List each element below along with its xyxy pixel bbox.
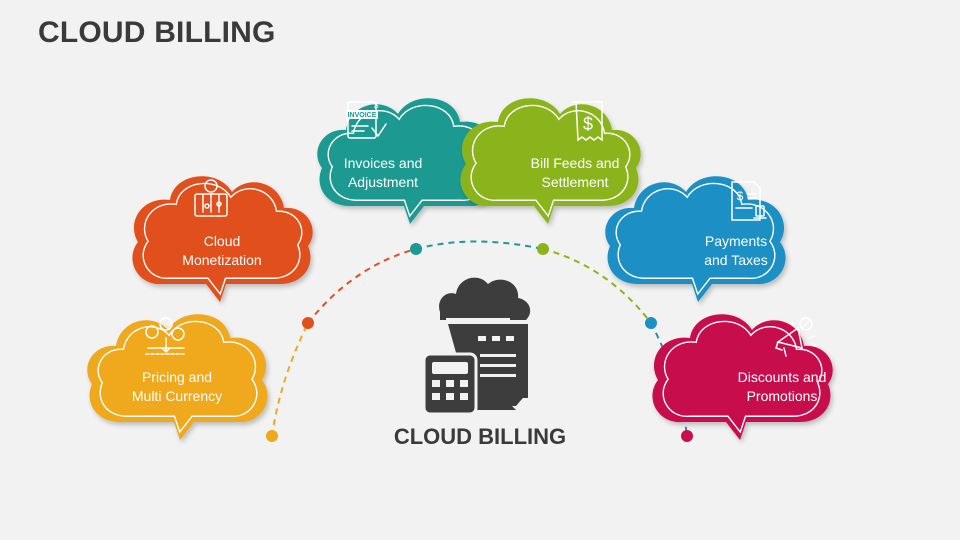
tax-document-icon: $ bbox=[731, 181, 767, 221]
label-monetization: Cloud Monetization bbox=[182, 233, 262, 268]
connector-dot bbox=[266, 430, 278, 442]
connector-dot bbox=[645, 317, 657, 329]
center-label: CLOUD BILLING bbox=[393, 424, 567, 449]
currency-exchange-icon bbox=[145, 317, 187, 355]
svg-text:$: $ bbox=[737, 189, 744, 203]
svg-text:$: $ bbox=[374, 101, 379, 110]
invoice-icon-text: INVOICE bbox=[348, 112, 377, 119]
receipt-icon: $ bbox=[571, 101, 603, 142]
label-discounts: Discounts and Promotions bbox=[737, 369, 827, 404]
connector-dots bbox=[266, 243, 693, 442]
connector-dot bbox=[410, 243, 422, 255]
connector-dot bbox=[537, 243, 549, 255]
connector-dot bbox=[302, 317, 314, 329]
connector-dot bbox=[681, 430, 693, 442]
label-pricing: Pricing and Multi Currency bbox=[131, 369, 223, 404]
megaphone-icon bbox=[775, 317, 817, 357]
page-title: CLOUD BILLING bbox=[38, 16, 276, 49]
label-invoices: Invoices and Adjustment bbox=[343, 155, 423, 190]
cloud-billing-icon bbox=[422, 277, 531, 416]
label-payments: Payments and Taxes bbox=[704, 233, 768, 268]
label-bill-feeds: Bill Feeds and Settlement bbox=[530, 155, 620, 190]
cash-register-icon bbox=[194, 179, 228, 217]
invoice-icon: INVOICE $ bbox=[346, 101, 387, 139]
svg-text:$: $ bbox=[583, 114, 593, 134]
